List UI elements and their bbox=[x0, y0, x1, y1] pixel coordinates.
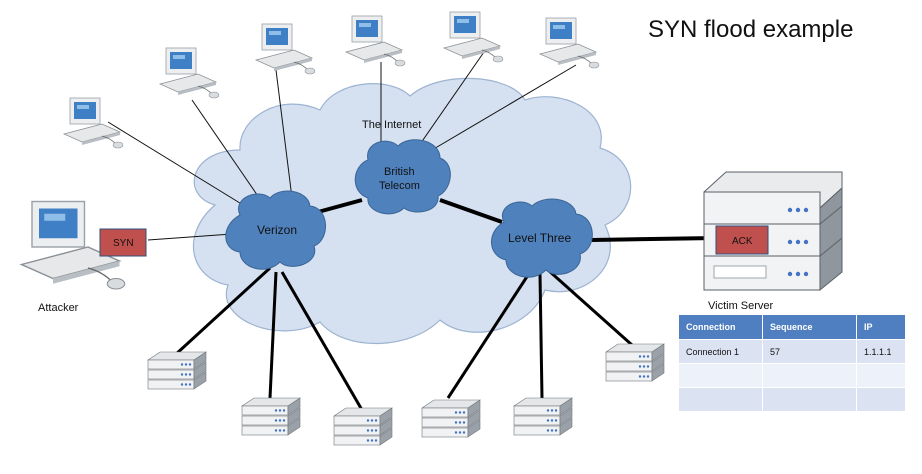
british-telecom-label-line1: British bbox=[384, 166, 415, 178]
bot-computer-icon bbox=[63, 97, 124, 149]
column-header: IP bbox=[856, 314, 906, 340]
table-cell bbox=[678, 387, 763, 412]
table-row: Connection 1 57 1.1.1.1 bbox=[678, 339, 906, 364]
table-header-row: Connection Sequence IP bbox=[678, 314, 906, 340]
attacker-label: Attacker bbox=[38, 302, 79, 314]
british-telecom-cloud bbox=[354, 139, 451, 215]
server-links bbox=[173, 266, 633, 411]
bot-computer-icon bbox=[159, 47, 220, 99]
table-cell: 1.1.1.1 bbox=[856, 339, 906, 364]
table-cell bbox=[762, 387, 857, 412]
table-cell bbox=[678, 363, 763, 388]
thin-links bbox=[107, 51, 577, 241]
table-cell: Connection 1 bbox=[678, 339, 763, 364]
ack-label: ACK bbox=[732, 236, 753, 247]
slide-title: SYN flood example bbox=[648, 16, 854, 43]
server-icon bbox=[241, 397, 301, 436]
server-icon bbox=[147, 351, 207, 390]
ack-packet bbox=[715, 225, 769, 255]
table-row bbox=[678, 387, 906, 412]
table-cell bbox=[762, 363, 857, 388]
server-icon bbox=[605, 343, 665, 382]
level-three-label: Level Three bbox=[508, 231, 571, 245]
bot-computer-icon bbox=[255, 23, 316, 75]
verizon-label: Verizon bbox=[257, 223, 297, 237]
table-cell: 57 bbox=[762, 339, 857, 364]
backbone-links bbox=[317, 198, 717, 242]
bot-computer-icon bbox=[345, 15, 406, 67]
column-header: Connection bbox=[678, 314, 763, 340]
table-cell bbox=[856, 363, 906, 388]
victim-server-icon bbox=[703, 171, 843, 292]
server-icon bbox=[513, 397, 573, 436]
bot-computer-icon bbox=[539, 17, 600, 69]
server-icon bbox=[421, 399, 481, 438]
syn-packet bbox=[99, 228, 147, 257]
syn-label: SYN bbox=[113, 238, 134, 249]
victim-server-label: Victim Server bbox=[708, 300, 774, 312]
internet-label: The Internet bbox=[362, 119, 421, 131]
verizon-cloud bbox=[225, 190, 326, 270]
table-cell bbox=[856, 387, 906, 412]
connection-table: Connection Sequence IP Connection 1 57 1… bbox=[678, 314, 906, 412]
column-header: Sequence bbox=[762, 314, 857, 340]
server-icon bbox=[333, 407, 393, 446]
british-telecom-label-line2: Telecom bbox=[379, 180, 420, 192]
bot-computer-icon bbox=[443, 11, 504, 63]
table-row bbox=[678, 363, 906, 388]
level-three-cloud bbox=[491, 198, 593, 278]
